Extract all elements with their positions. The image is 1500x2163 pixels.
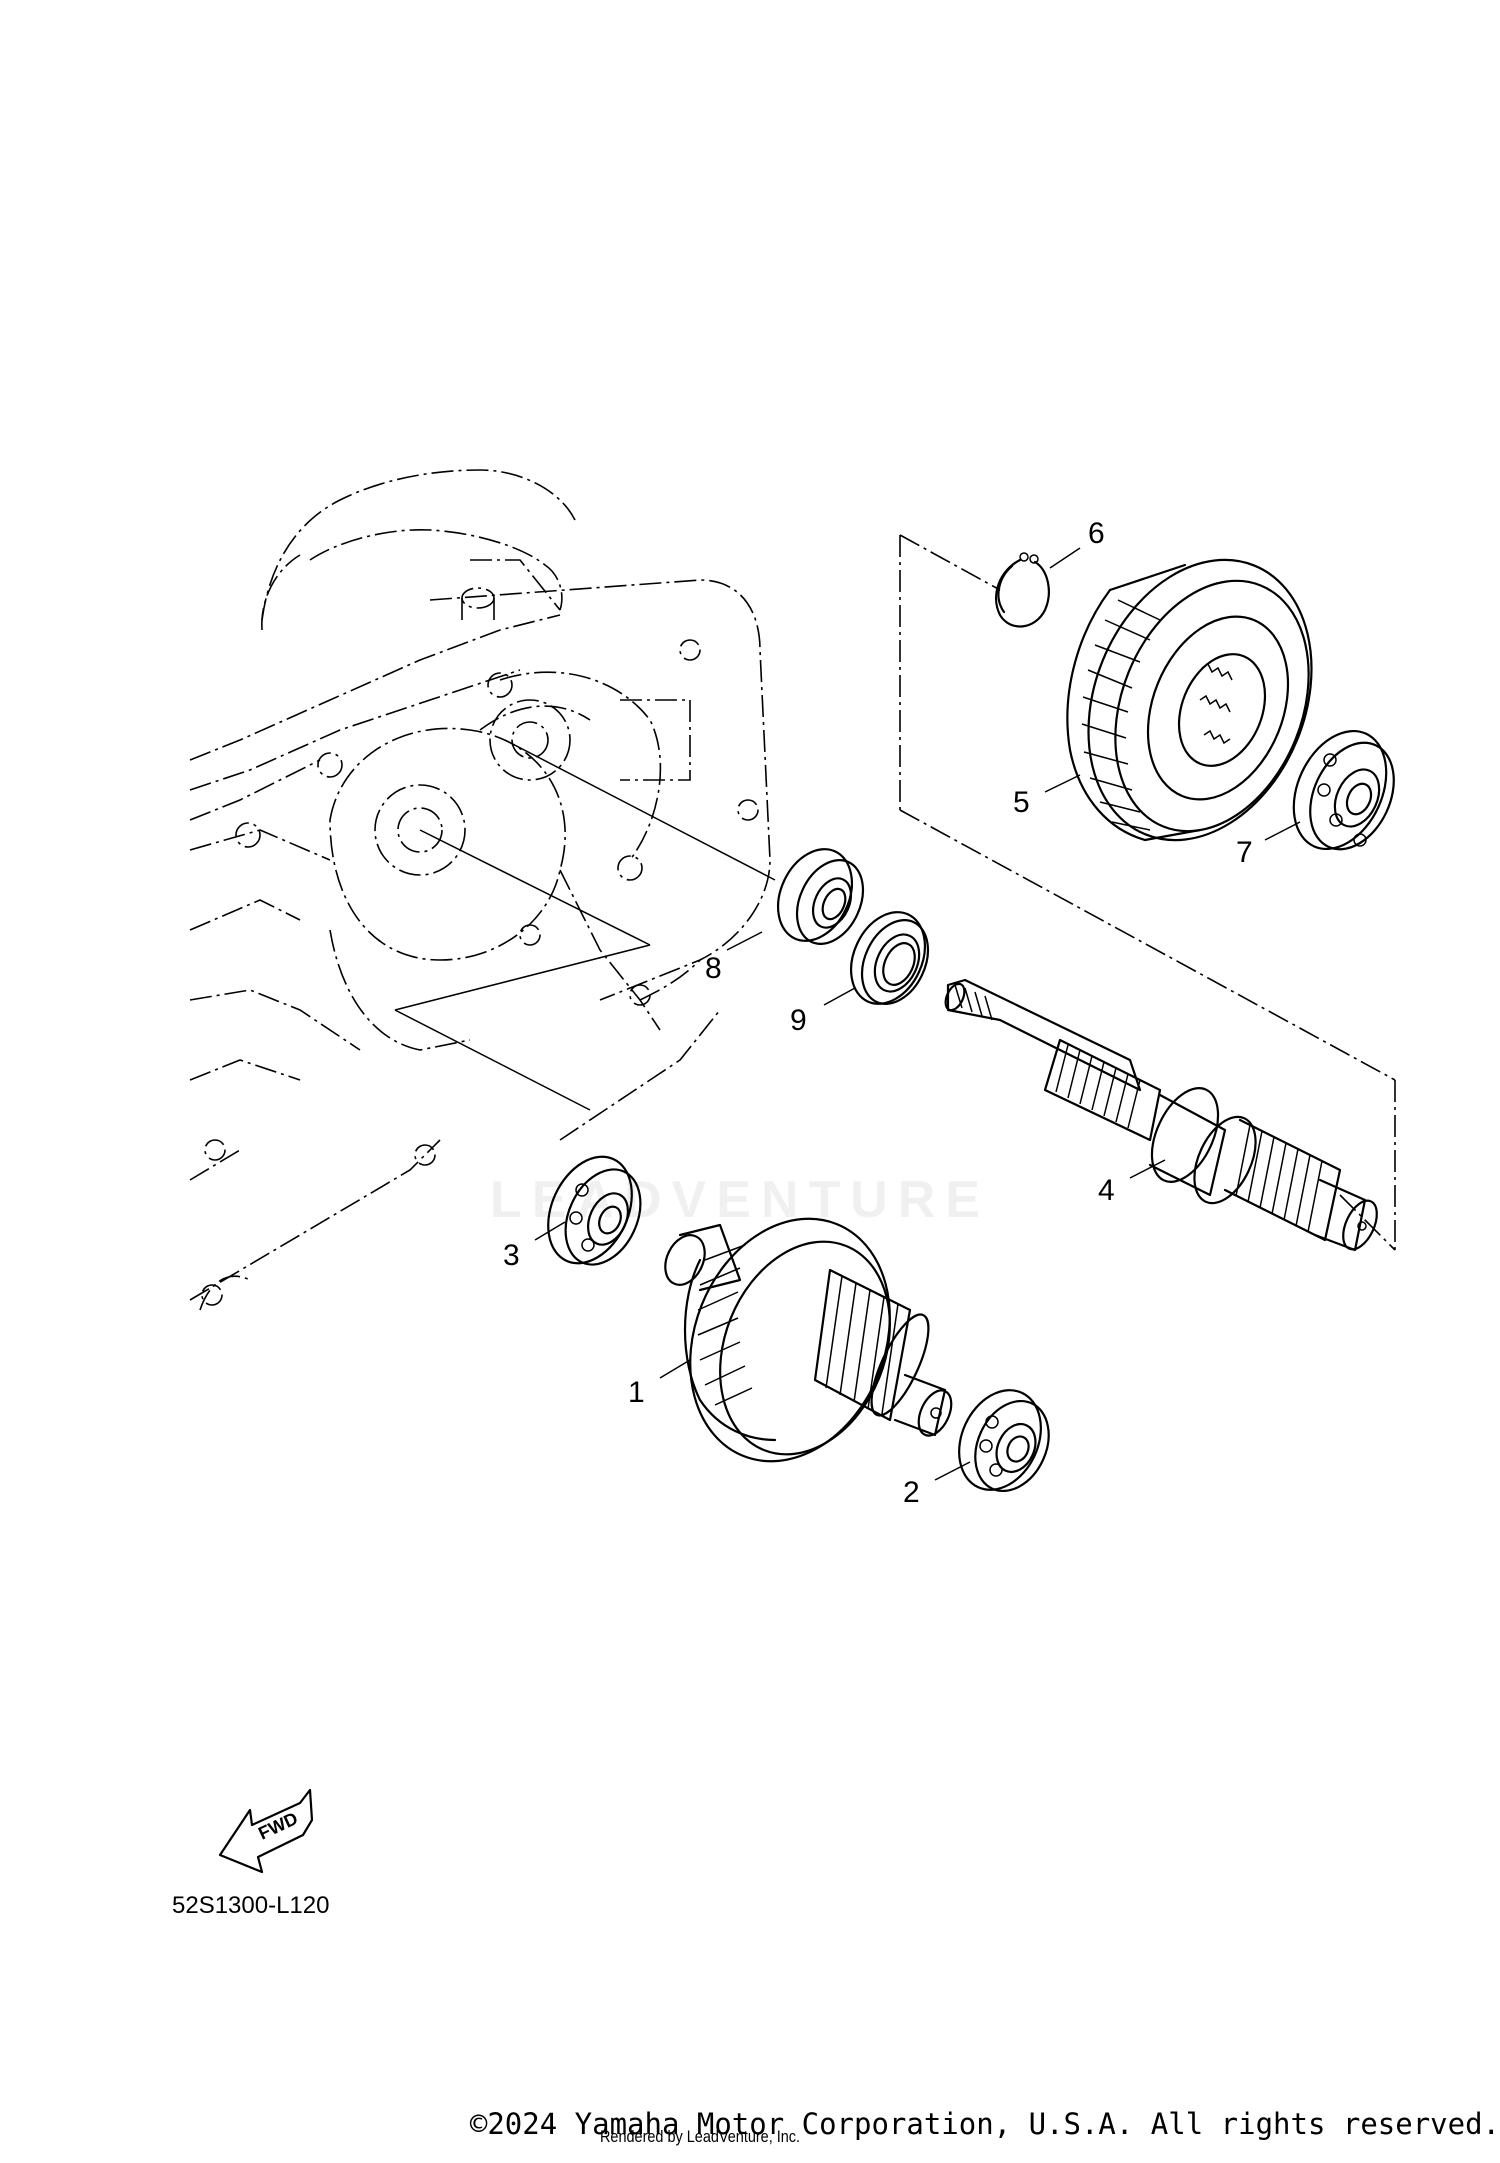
callout-9: 9 bbox=[790, 987, 856, 1037]
svg-text:4: 4 bbox=[1098, 1174, 1115, 1207]
svg-text:2: 2 bbox=[903, 1476, 920, 1509]
diagram-code: 52S1300-L120 bbox=[172, 1892, 330, 1919]
crankcase-outline bbox=[189, 469, 771, 1311]
fwd-arrow-icon: FWD bbox=[218, 1788, 314, 1874]
gear-5 bbox=[1066, 558, 1313, 842]
svg-text:9: 9 bbox=[790, 1004, 807, 1037]
rendered-by-notice: Rendered by LeadVenture, Inc. bbox=[600, 2127, 801, 2146]
callout-8: 8 bbox=[705, 931, 763, 985]
bearing-2 bbox=[958, 1389, 1050, 1493]
callout-3: 3 bbox=[503, 1221, 566, 1272]
callout-6: 6 bbox=[1049, 517, 1105, 569]
svg-text:7: 7 bbox=[1236, 836, 1253, 869]
callout-2: 2 bbox=[903, 1461, 971, 1509]
svg-text:1: 1 bbox=[628, 1376, 645, 1409]
callout-1: 1 bbox=[628, 1359, 691, 1409]
svg-text:5: 5 bbox=[1013, 786, 1030, 819]
watermark: LEADVENTURE bbox=[490, 1171, 991, 1229]
bearing-3 bbox=[547, 1155, 642, 1266]
callout-5: 5 bbox=[1013, 774, 1081, 819]
shaft-4 bbox=[944, 978, 1378, 1252]
svg-text:8: 8 bbox=[705, 952, 722, 985]
oil-seal-9 bbox=[850, 911, 930, 1005]
gear-1 bbox=[664, 1217, 953, 1463]
bearing-8 bbox=[777, 848, 865, 945]
copyright-notice: ©2024 Yamaha Motor Corporation, U.S.A. A… bbox=[469, 2107, 1500, 2141]
bearing-7 bbox=[1292, 729, 1395, 851]
callout-7: 7 bbox=[1236, 821, 1301, 869]
leader-lines bbox=[394, 534, 1396, 1251]
svg-text:3: 3 bbox=[503, 1239, 520, 1272]
svg-text:6: 6 bbox=[1088, 517, 1105, 550]
callout-4: 4 bbox=[1098, 1159, 1166, 1207]
circlip-6 bbox=[995, 552, 1050, 628]
